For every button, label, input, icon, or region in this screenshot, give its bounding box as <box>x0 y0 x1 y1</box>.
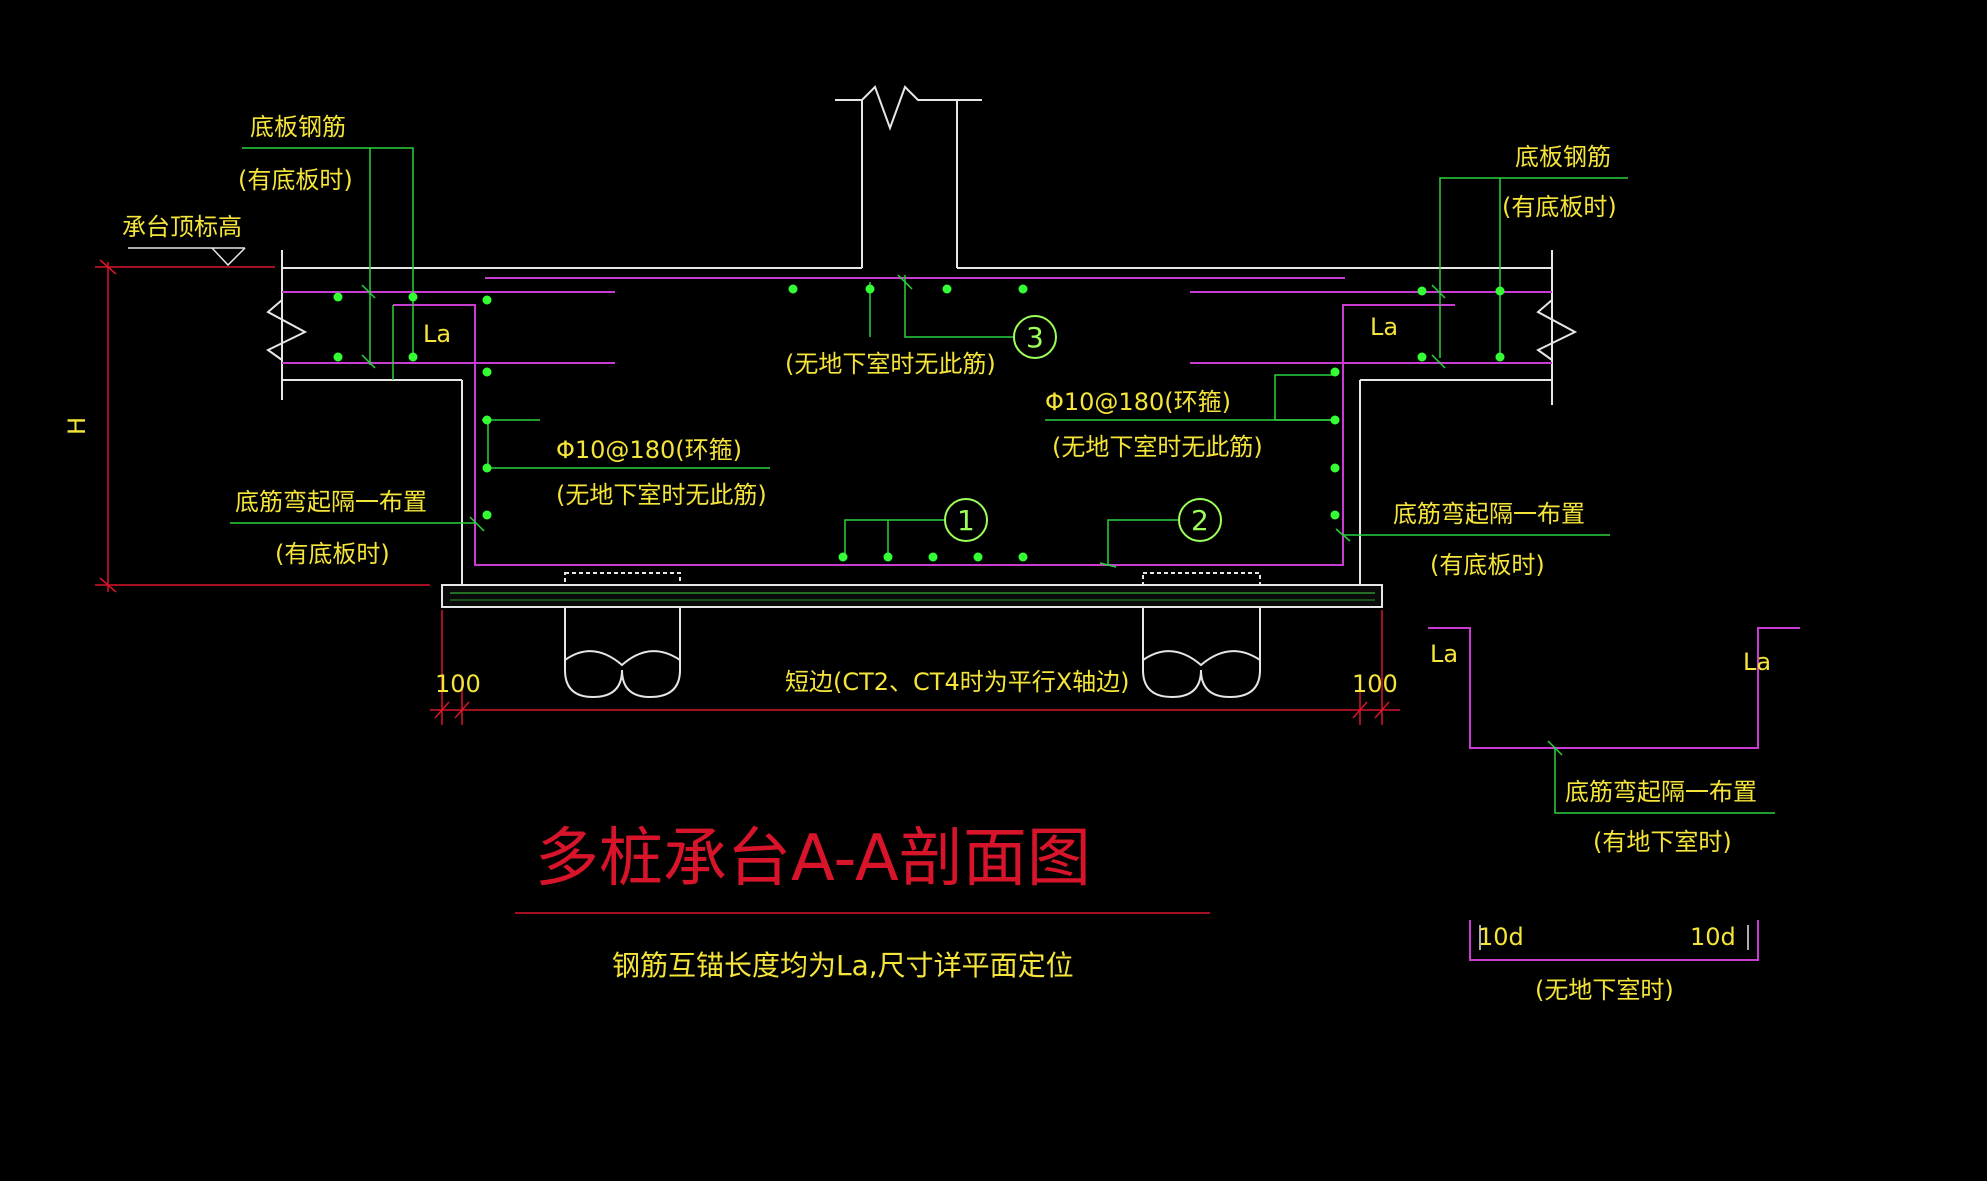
callout-3-circle <box>1013 315 1057 359</box>
detail-leader <box>1554 748 1775 814</box>
pile-left-cut <box>564 650 681 667</box>
label-bottom-slab-rebar-right: 底板钢筋 <box>1515 143 1611 171</box>
label-bent-left-note: (有底板时) <box>275 540 390 568</box>
leader-lines <box>230 147 1628 568</box>
leader-stirrup-right <box>1274 374 1335 421</box>
elevation-marker <box>128 247 246 267</box>
callout-circles <box>944 315 1222 542</box>
cushion-hatch <box>450 592 1375 601</box>
label-bent-right-note: (有底板时) <box>1430 551 1545 579</box>
detail-rebar <box>1428 627 1800 961</box>
piles <box>564 572 1261 699</box>
label-stirrup-right: Φ10@180(环箍) <box>1045 388 1231 416</box>
label-bent-right: 底筋弯起隔一布置 <box>1393 500 1585 528</box>
detail-la-right: La <box>1743 648 1771 676</box>
label-with-slab-right: (有底板时) <box>1502 193 1617 221</box>
leader-slab-right <box>1439 177 1628 358</box>
callout-1-number: 1 <box>957 504 975 537</box>
leader-callout-3 <box>904 275 1015 338</box>
label-bottom-slab-rebar-left: 底板钢筋 <box>250 113 346 141</box>
pile-head-right <box>1142 572 1261 586</box>
pile-head-left <box>564 572 681 586</box>
detail-bent: 底筋弯起隔一布置 <box>1565 778 1757 806</box>
pile-right-cut <box>1142 650 1261 667</box>
label-la-left: La <box>423 320 451 348</box>
left-break-line <box>266 299 308 361</box>
label-stirrup-left: Φ10@180(环箍) <box>556 436 742 464</box>
label-with-slab-left: (有底板时) <box>238 166 353 194</box>
label-cap-top-elev: 承台顶标高 <box>122 213 242 241</box>
leader-callout-2 <box>1107 519 1178 565</box>
leader-slab-left-a <box>242 147 414 358</box>
label-no-basement-left: (无地下室时无此筋) <box>556 481 767 509</box>
detail-bent-bar <box>1428 627 1800 749</box>
label-h: H <box>63 417 91 435</box>
callout-2-number: 2 <box>1191 504 1209 537</box>
dimensions <box>95 259 1400 914</box>
leader-callout-1 <box>844 519 945 555</box>
rebar-dots <box>333 284 1505 562</box>
label-la-right: La <box>1370 313 1398 341</box>
column-break-line <box>835 85 982 131</box>
callout-2-circle <box>1178 498 1222 542</box>
callout-3-number: 3 <box>1026 321 1044 354</box>
label-bent-left: 底筋弯起隔一布置 <box>235 488 427 516</box>
detail-10d-left: 10d <box>1478 923 1524 951</box>
right-break-line <box>1536 299 1578 361</box>
label-no-basement-top: (无地下室时无此筋) <box>785 350 996 378</box>
pile-right <box>1142 607 1261 699</box>
label-dim-100-left: 100 <box>435 670 481 698</box>
pile-left <box>564 607 681 699</box>
detail-leaders <box>1547 740 1775 814</box>
cap-bottom-bar <box>393 304 1455 566</box>
drawing-subtitle: 钢筋互锚长度均为La,尺寸详平面定位 <box>612 949 1074 982</box>
label-no-basement-right: (无地下室时无此筋) <box>1052 433 1263 461</box>
detail-no-basement: (无地下室时) <box>1535 976 1674 1004</box>
label-short-side: 短边(CT2、CT4时为平行X轴边) <box>785 668 1130 696</box>
label-dim-100-right: 100 <box>1352 670 1398 698</box>
drawing-title: 多桩承台A-A剖面图 <box>535 822 1091 896</box>
callout-1-circle <box>944 498 988 542</box>
detail-with-basement: (有地下室时) <box>1593 828 1732 856</box>
detail-la-left: La <box>1430 640 1458 668</box>
cushion-layer <box>441 584 1383 608</box>
detail-hook-bar <box>1469 920 1759 961</box>
concrete-outline <box>266 85 1578 585</box>
rebar-lines <box>282 277 1552 566</box>
detail-10d-right: 10d <box>1690 923 1736 951</box>
detail-marks <box>1479 925 1749 950</box>
